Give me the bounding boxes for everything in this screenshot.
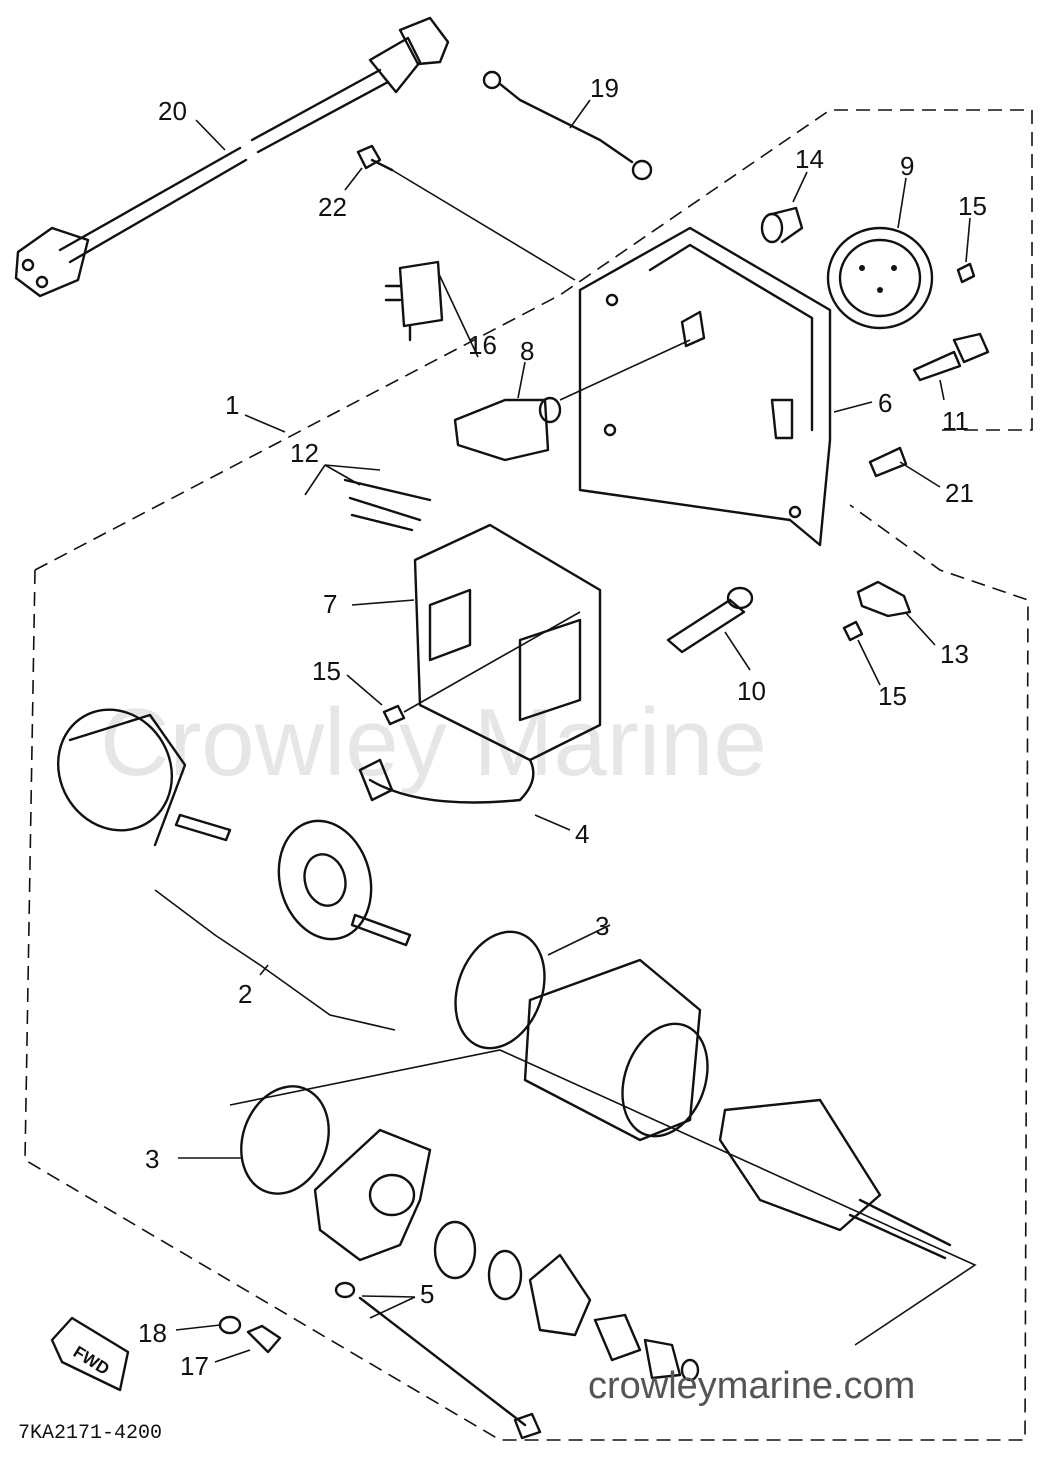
assembly-outline: [24, 109, 1033, 1441]
callout-2: 2: [238, 979, 252, 1009]
part-5-bolts: [334, 1281, 542, 1440]
part-13-clamp: [856, 580, 912, 618]
part-12-wires: [343, 478, 432, 532]
part-7-cover: [413, 523, 602, 762]
diagram-code: 7KA2171-4200: [18, 1422, 162, 1445]
part-8-solenoid: [453, 339, 691, 462]
leader-lines: [175, 99, 971, 1363]
part-21-bolt: [868, 446, 908, 478]
fwd-arrow-icon: FWD: [50, 1316, 130, 1392]
callout-6: 6: [878, 388, 892, 418]
part-11-pin: [912, 332, 990, 382]
callout-9: 9: [900, 151, 914, 181]
part-16-relay: [384, 260, 444, 342]
part-14-grommet: [760, 206, 804, 244]
part-17-bolt: [246, 1324, 282, 1354]
part-6-bracket: [578, 226, 832, 547]
part-22-bolt: [356, 144, 576, 281]
callout-3-mid: 3: [595, 911, 609, 941]
part-20-cable: [14, 16, 450, 298]
part-18-washer: [218, 1315, 242, 1335]
callout-18: 18: [138, 1318, 167, 1348]
part-3-oring-mid: [454, 930, 546, 1050]
yoke-housing: [523, 958, 709, 1142]
part-9-cap: [826, 226, 934, 330]
callout-11: 11: [942, 406, 969, 436]
armature: [229, 1049, 977, 1346]
callout-20: 20: [158, 96, 187, 126]
callout-15-top: 15: [958, 191, 987, 221]
part-2-brushes: [154, 813, 412, 1031]
callout-labels: 20 19 22 14 9 15 16 8 1 12 6 11 21 7 15 …: [138, 73, 987, 1381]
callout-13: 13: [940, 639, 969, 669]
callout-15-mid: 15: [312, 656, 341, 686]
callout-22: 22: [318, 192, 347, 222]
site-watermark: crowleymarine.com: [588, 1365, 915, 1407]
callout-12: 12: [290, 438, 319, 468]
part-15-screw-top: [956, 262, 976, 284]
callout-19: 19: [590, 73, 619, 103]
part-3-oring-left: [240, 1085, 330, 1195]
callout-8: 8: [520, 336, 534, 366]
callout-3-left: 3: [145, 1144, 159, 1174]
callout-10: 10: [737, 676, 766, 706]
part-19-lead: [482, 70, 653, 181]
callout-21: 21: [945, 478, 974, 508]
front-bracket: [313, 1128, 432, 1262]
callout-1: 1: [225, 390, 239, 420]
pinion-assembly: [433, 1220, 700, 1382]
part-15-screw-mid: [382, 611, 581, 726]
callout-7: 7: [323, 589, 337, 619]
svg-text:FWD: FWD: [70, 1342, 113, 1379]
callout-15-right: 15: [878, 681, 907, 711]
part-10-plunger: [666, 586, 754, 654]
part-4-lead: [358, 758, 535, 804]
callout-14: 14: [795, 144, 824, 174]
callout-5: 5: [420, 1279, 434, 1309]
watermark: Crowley Marine: [100, 689, 767, 796]
callout-16: 16: [468, 330, 497, 360]
brush-plate: [277, 819, 373, 941]
rear-end-cap: [56, 708, 187, 847]
callout-17: 17: [180, 1351, 209, 1381]
part-15-screw-right: [842, 620, 864, 642]
callout-4: 4: [575, 819, 589, 849]
